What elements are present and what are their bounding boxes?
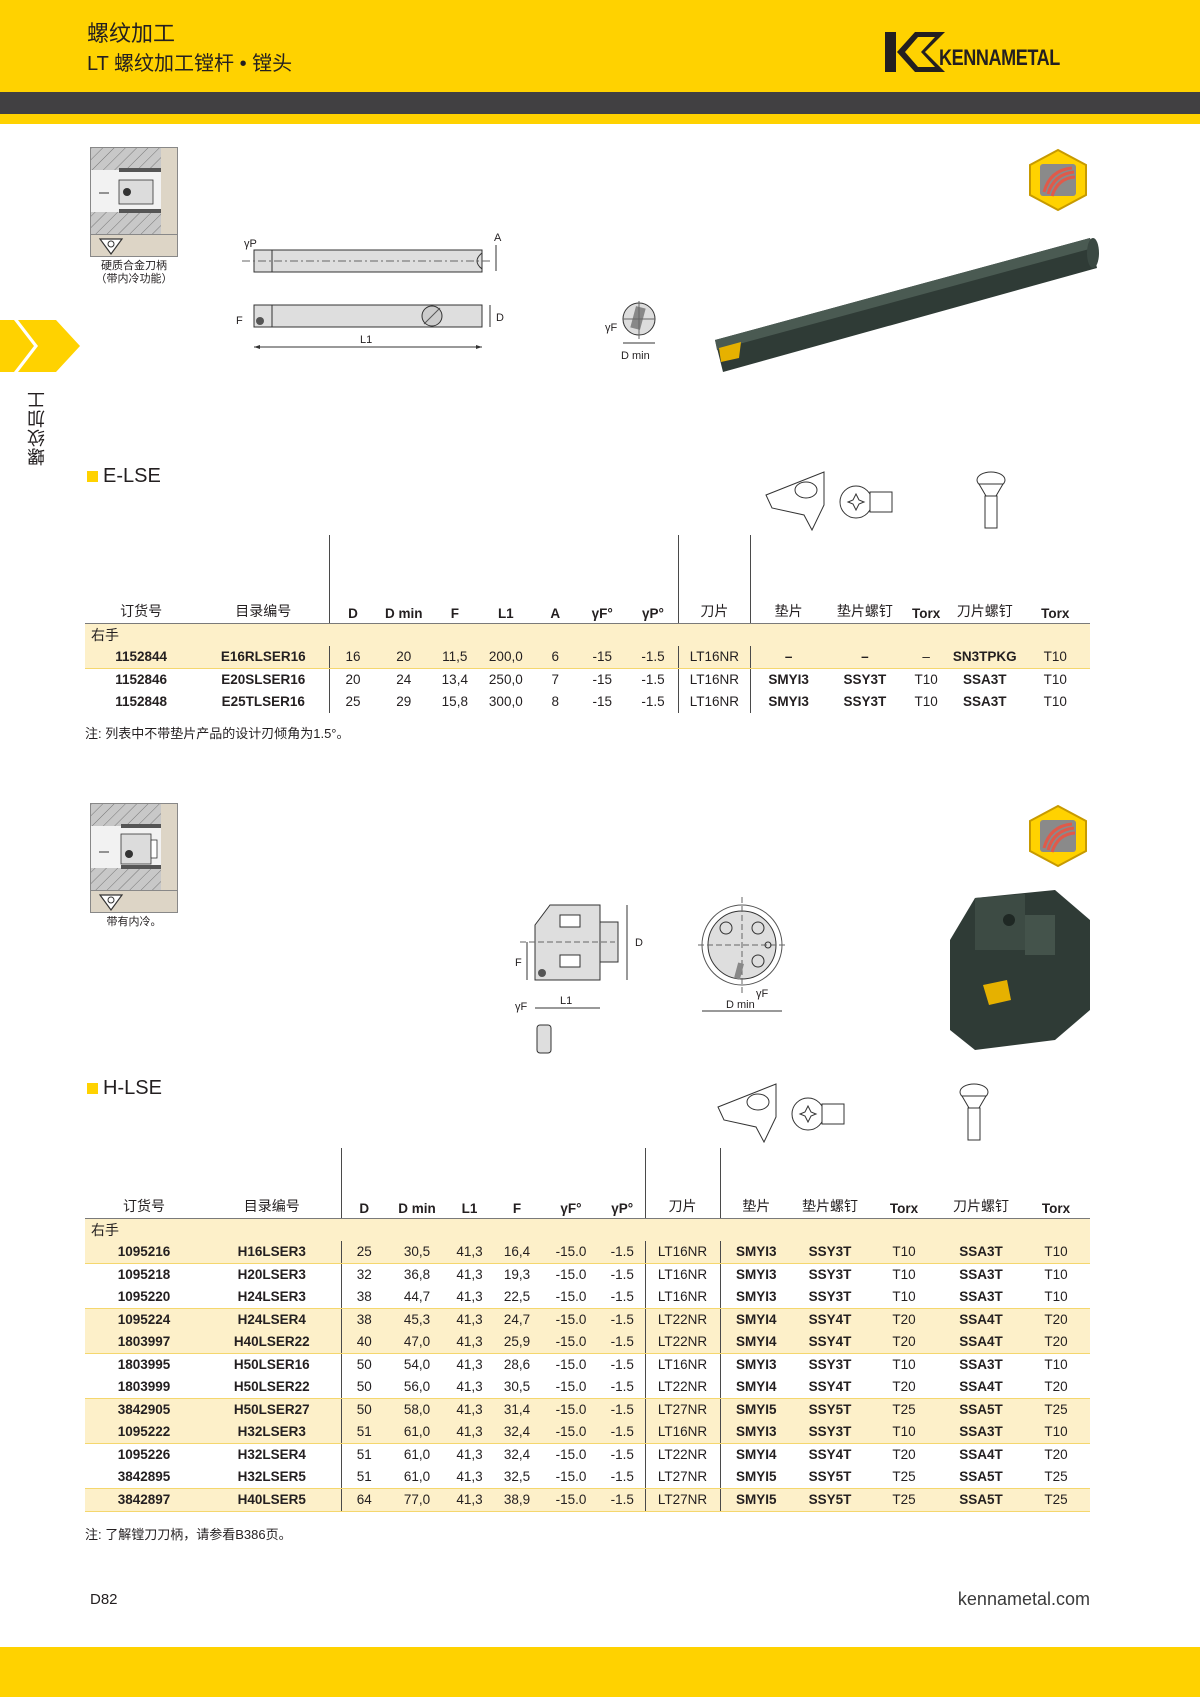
application-thumbnail-e-lse: 硬质合金刀柄 （带内冷功能） [90,147,178,286]
page-subtitle: LT 螺纹加工镗杆 • 镗头 [87,53,293,75]
svg-text:L1: L1 [360,334,372,346]
svg-text:D min: D min [621,350,650,362]
h-lse-side-dimension-drawing: D F L1 γF [515,904,643,1054]
thumbnail-caption: 硬质合金刀柄 （带内冷功能） [95,260,173,285]
svg-text:F: F [515,957,522,969]
section-title-e-lse: E-LSE [87,465,161,488]
yellow-square-bullet [87,471,98,482]
insert-screw-icon [959,1083,989,1141]
insert-type-icon [90,235,178,257]
kennametal-k-icon [885,32,945,72]
svg-text:A: A [494,232,502,244]
svg-text:D: D [496,312,504,324]
group-row-right-hand: 右手 [85,623,1090,646]
category-title: 螺纹加工 [87,21,176,46]
h-lse-footnote: 注: 了解镗刀刀柄，请参看B386页。 [85,1527,292,1542]
e-lse-spare-parts-illustration [765,471,1006,532]
group-row-right-hand: 右手 [85,1218,1090,1241]
e-lse-spec-table: 订货号 目录编号 D D min F L1 A γF° γP° 刀片 垫片 垫片… [85,535,1090,713]
shim-icon [717,1083,777,1144]
kennametal-logo: KENNAMETAL [885,32,1086,72]
page-header: 螺纹加工 LT 螺纹加工镗杆 • 镗头 KENNAMETAL [0,0,1200,92]
h-lse-end-view-drawing: γF D min [698,897,788,1012]
shim-screw-icon [791,1097,845,1131]
boring-head-application-illustration [90,803,178,891]
double-chevron-right-icon [0,320,80,372]
svg-text:D: D [635,937,643,949]
insert-type-icon [90,891,178,913]
e-lse-dimension-drawing: γP A F D L1 [236,232,504,349]
e-lse-footnote: 注: 列表中不带垫片产品的设计刃倾角为1.5°。 [85,726,350,741]
logo-wordmark: KENNAMETAL [939,45,1060,70]
e-lse-boring-bar-photo [715,238,1099,372]
svg-text:L1: L1 [560,995,572,1007]
shim-icon [765,471,825,532]
boring-application-illustration [90,147,178,235]
section-title-h-lse: H-LSE [87,1077,162,1100]
page-number: D82 [90,1591,118,1608]
website-link[interactable]: kennametal.com [957,1589,1090,1609]
svg-text:D min: D min [726,999,755,1011]
header-dark-band [0,92,1200,114]
insert-screw-icon [976,471,1006,529]
svg-text:γP: γP [244,238,257,250]
yellow-square-bullet [87,1083,98,1094]
footer-yellow-band [0,1647,1200,1697]
svg-text:γF: γF [756,988,769,1000]
h-lse-boring-head-photo [950,890,1090,1050]
table-header-row: 订货号 目录编号 D D min F L1 A γF° γP° 刀片 垫片 垫片… [85,535,1090,624]
shim-screw-icon [839,485,893,519]
header-yellow-stripe [0,114,1200,124]
table-header-row: 订货号 目录编号 D D min L1 F γF° γP° 刀片 垫片 垫片螺钉… [85,1148,1090,1219]
svg-text:γF: γF [605,322,618,334]
internal-threading-hex-icon [1029,804,1087,868]
svg-text:γF: γF [515,1001,528,1013]
svg-text:F: F [236,315,243,327]
thumbnail-caption: 带有内冷。 [106,916,162,928]
h-lse-spec-table: 订货号 目录编号 D D min L1 F γF° γP° 刀片 垫片 垫片螺钉… [85,1148,1090,1512]
application-thumbnail-h-lse: 带有内冷。 [90,803,178,929]
h-lse-spare-parts-illustration [717,1083,989,1144]
sidebar-section-label: 螺纹加工 [27,390,47,466]
e-lse-end-view-drawing: γF D min [605,301,656,362]
internal-threading-hex-icon [1029,148,1087,212]
